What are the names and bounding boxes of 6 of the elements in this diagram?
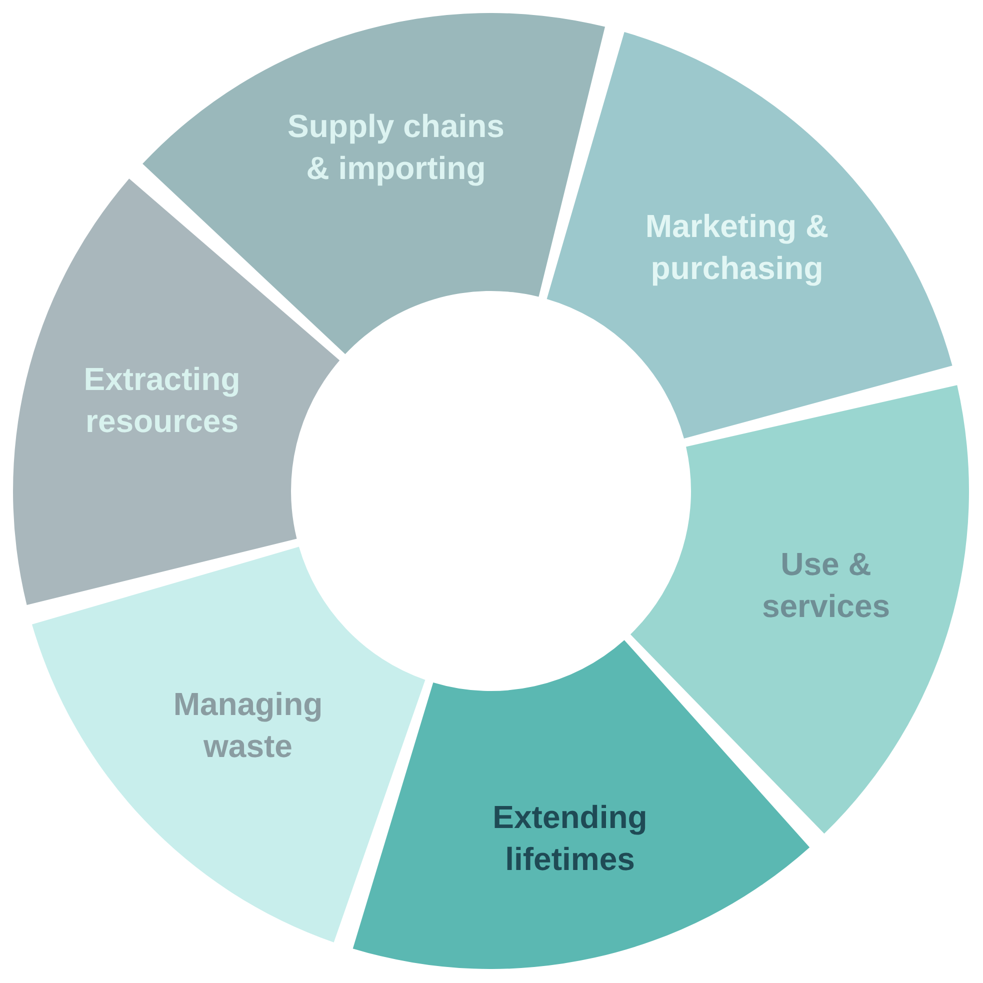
segment-label: Managing waste xyxy=(172,685,324,766)
segment-label: Supply chains & importing xyxy=(286,107,506,188)
segment-label: Extending lifetimes xyxy=(492,798,648,879)
segment-label: Extracting resources xyxy=(82,360,242,441)
segment-label: Use & services xyxy=(760,545,892,626)
segment-label: Marketing & purchasing xyxy=(644,207,830,288)
